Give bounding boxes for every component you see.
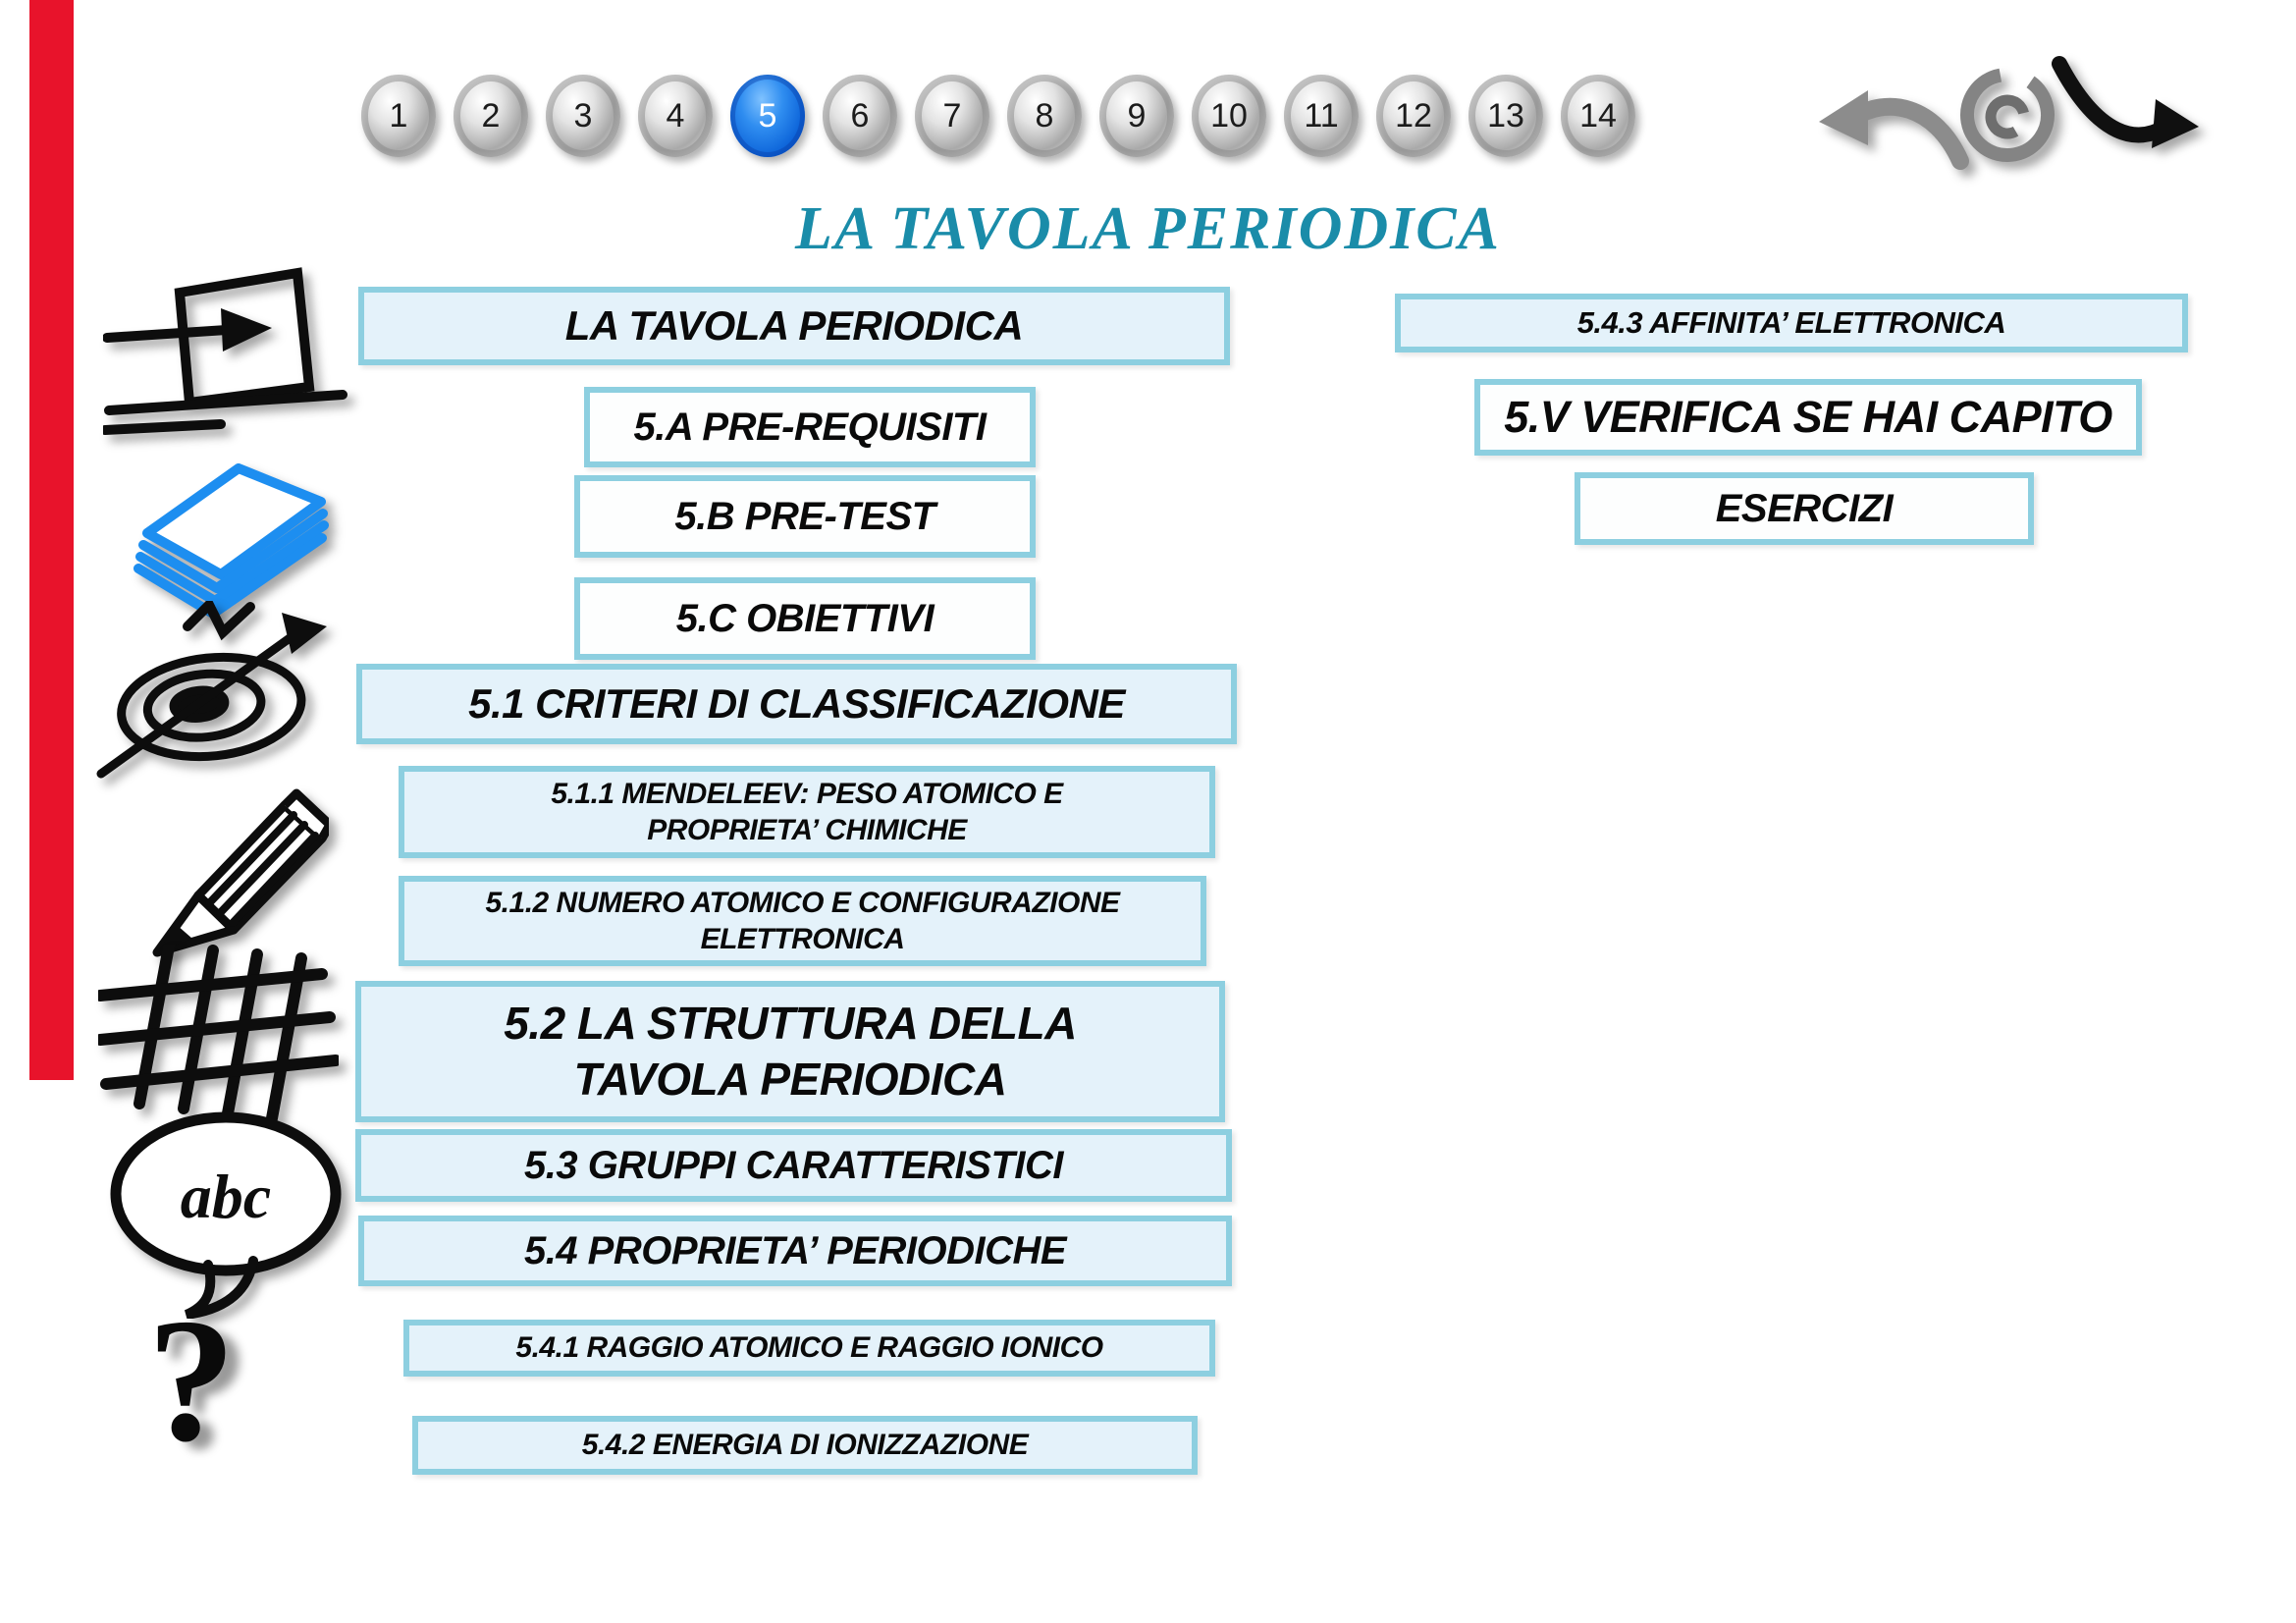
- target-arrow-icon: [93, 596, 334, 792]
- menu-item-512-numero-atomico[interactable]: 5.1.2 NUMERO ATOMICO E CONFIGURAZIONE EL…: [399, 876, 1206, 966]
- menu-item-5a-pre-requisiti[interactable]: 5.A PRE-REQUISITI: [584, 387, 1036, 467]
- menu-item-54-proprieta-periodiche[interactable]: 5.4 PROPRIETA’ PERIODICHE: [358, 1216, 1232, 1286]
- enter-door-icon: [100, 267, 348, 444]
- chapter-button-2[interactable]: 2: [454, 75, 528, 157]
- question-mark-icon: ?: [147, 1282, 236, 1478]
- menu-item-511-mendeleev[interactable]: 5.1.1 MENDELEEV: PESO ATOMICO E PROPRIET…: [399, 766, 1215, 858]
- page-title: LA TAVOLA PERIODICA: [794, 195, 1502, 262]
- chapter-button-8[interactable]: 8: [1007, 75, 1082, 157]
- chapter-button-1[interactable]: 1: [361, 75, 436, 157]
- chapter-button-10[interactable]: 10: [1192, 75, 1266, 157]
- chapter-button-9[interactable]: 9: [1099, 75, 1174, 157]
- menu-item-53-gruppi-caratteristici[interactable]: 5.3 GRUPPI CARATTERISTICI: [355, 1129, 1232, 1202]
- abc-speech-bubble-icon: abc: [106, 1108, 351, 1324]
- menu-item-51-criteri-di-classificazione[interactable]: 5.1 CRITERI DI CLASSIFICAZIONE: [356, 664, 1237, 744]
- chapter-button-6[interactable]: 6: [823, 75, 897, 157]
- abc-label: abc: [181, 1162, 271, 1231]
- menu-item-5b-pre-test[interactable]: 5.B PRE-TEST: [574, 475, 1036, 558]
- menu-item-esercizi[interactable]: ESERCIZI: [1575, 472, 2034, 545]
- menu-item-la-tavola-periodica[interactable]: LA TAVOLA PERIODICA: [358, 287, 1230, 365]
- chapter-button-14[interactable]: 14: [1561, 75, 1635, 157]
- menu-item-52-struttura-tavola-periodica[interactable]: 5.2 LA STRUTTURA DELLA TAVOLA PERIODICA: [355, 981, 1225, 1122]
- chapter-button-13[interactable]: 13: [1468, 75, 1543, 157]
- menu-item-542-energia-ionizzazione[interactable]: 5.4.2 ENERGIA DI IONIZZAZIONE: [412, 1416, 1198, 1475]
- chapter-button-11[interactable]: 11: [1284, 75, 1359, 157]
- grid-icon: [94, 941, 342, 1126]
- pencil-icon: [137, 776, 335, 967]
- chapter-button-7[interactable]: 7: [915, 75, 989, 157]
- menu-item-5v-verifica-se-hai-capito[interactable]: 5.V VERIFICA SE HAI CAPITO: [1474, 379, 2142, 456]
- chapter-button-5-active[interactable]: 5: [730, 75, 805, 157]
- spiral-icon[interactable]: [1958, 54, 2056, 179]
- menu-item-541-raggio-atomico[interactable]: 5.4.1 RAGGIO ATOMICO E RAGGIO IONICO: [403, 1320, 1215, 1377]
- menu-item-5c-obiettivi[interactable]: 5.C OBIETTIVI: [574, 577, 1036, 660]
- chapter-button-3[interactable]: 3: [546, 75, 620, 157]
- left-red-bar: [29, 0, 74, 1080]
- forward-arrow-icon[interactable]: [2052, 44, 2199, 172]
- chapter-button-4[interactable]: 4: [638, 75, 713, 157]
- chapter-button-12[interactable]: 12: [1376, 75, 1451, 157]
- menu-item-543-affinita-elettronica[interactable]: 5.4.3 AFFINITA’ ELETTRONICA: [1395, 294, 2188, 352]
- back-arrow-icon[interactable]: [1811, 61, 1973, 176]
